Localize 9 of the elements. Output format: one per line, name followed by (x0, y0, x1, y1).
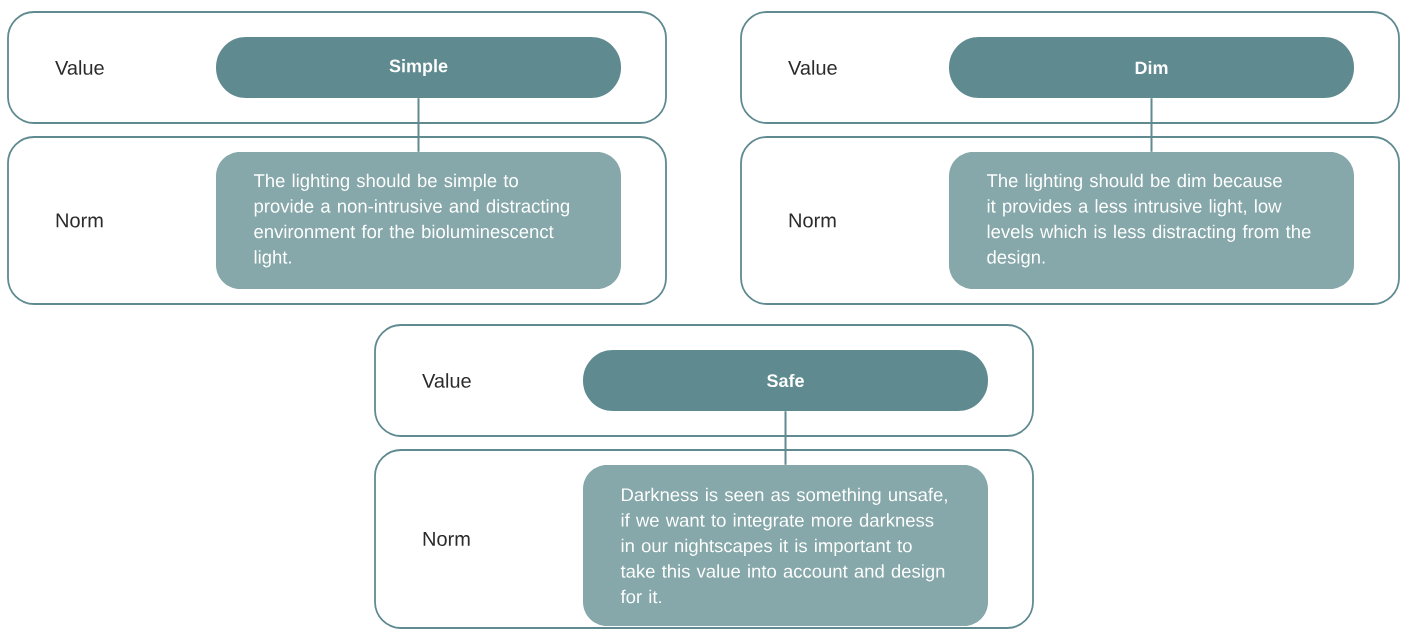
norm-text-box: The lighting should be dim because it provides a less intrusive light, low levels which is less distracting from the design. (949, 152, 1354, 289)
value-pill: Simple (216, 37, 621, 98)
value-pill: Dim (949, 37, 1354, 98)
connector-line (1150, 97, 1153, 153)
norm-text-box: Darkness is seen as something unsafe, if we want to integrate more darkness in our nightscapes it is important to take this value into account and design for it. (583, 465, 988, 626)
connector-line (784, 410, 787, 466)
norm-text-box: The lighting should be simple to provide a non-intrusive and distracting environment for the bioluminescenct light. (216, 152, 621, 289)
value-pill: Safe (583, 350, 988, 411)
connector-line (417, 97, 420, 153)
